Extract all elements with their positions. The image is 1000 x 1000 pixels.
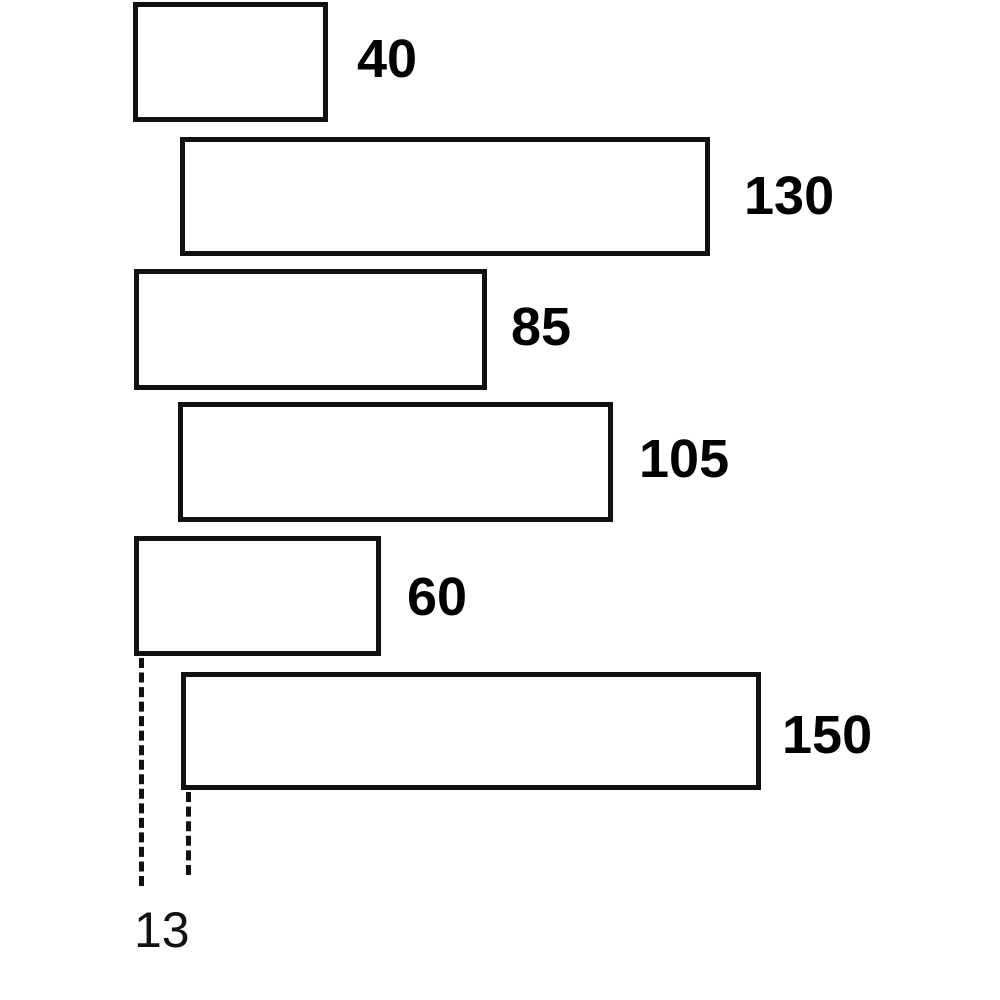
bar-value-label-6: 150: [782, 705, 873, 765]
reference-line-right: [186, 792, 191, 875]
bar-3: [134, 269, 487, 390]
bar-value-label-5: 60: [407, 567, 468, 627]
bar-value-label-4: 105: [639, 429, 730, 489]
bar-value-label-3: 85: [511, 297, 572, 357]
bar-6: [181, 672, 761, 790]
bar-1: [133, 2, 328, 122]
bar-value-label-2: 130: [744, 166, 835, 226]
bar-value-label-1: 40: [357, 29, 418, 89]
reference-line-left: [139, 658, 144, 886]
offset-annotation-label: 13: [134, 902, 190, 958]
bar-4: [178, 402, 613, 522]
bar-5: [134, 536, 381, 656]
bar-2: [180, 137, 710, 256]
